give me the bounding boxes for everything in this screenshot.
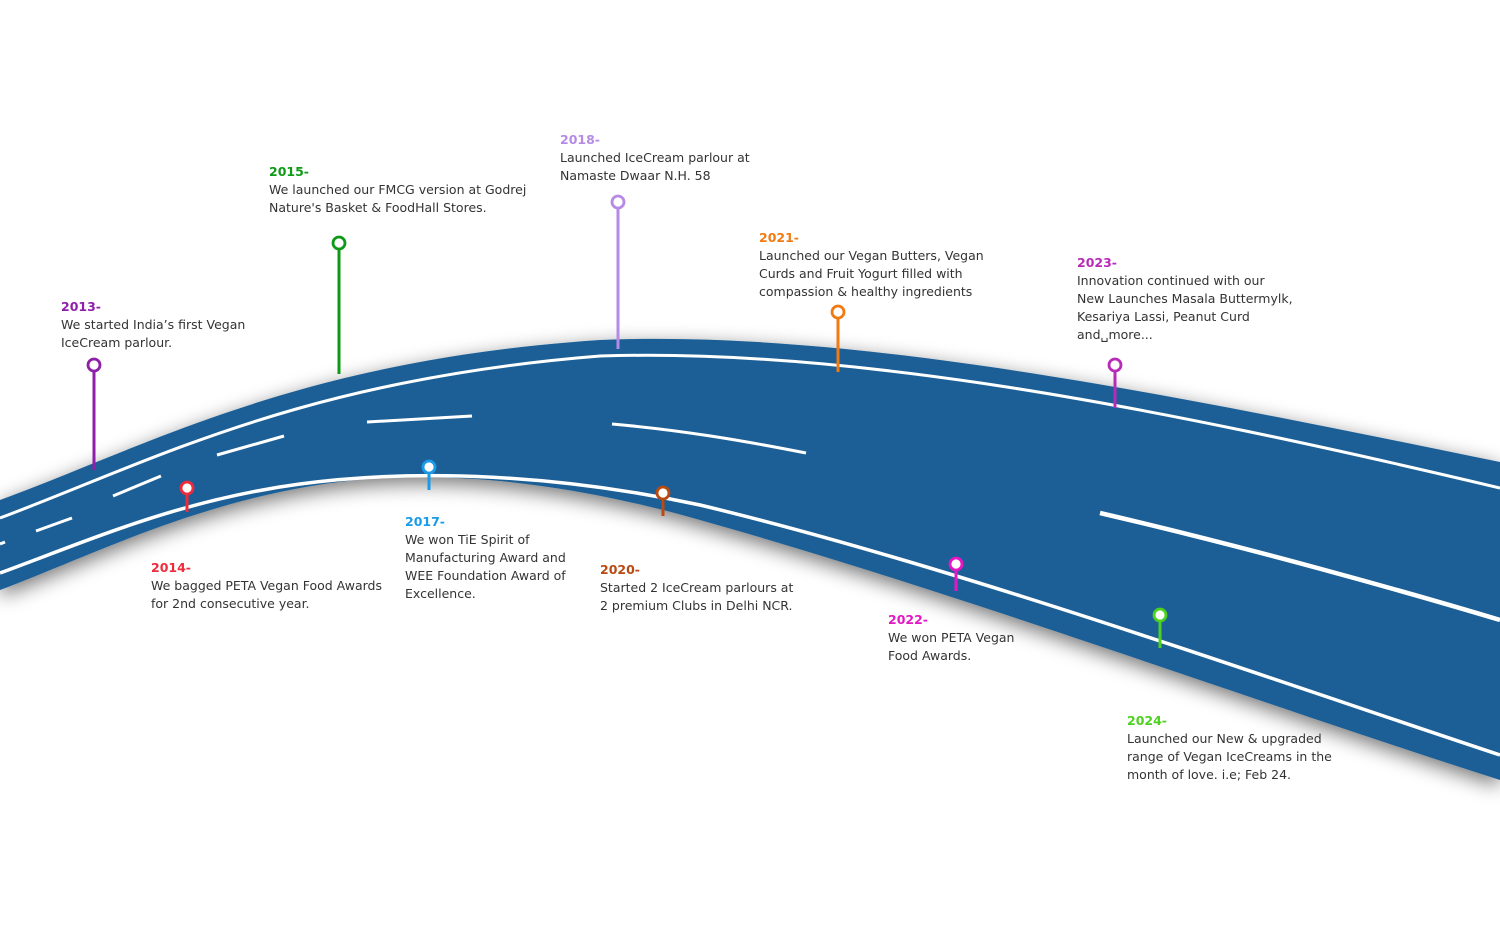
pin-head bbox=[331, 235, 347, 251]
milestone-2013: 2013- We started India’s first Vegan Ice… bbox=[61, 298, 245, 352]
milestone-2018: 2018- Launched IceCream parlour at Namas… bbox=[560, 131, 750, 185]
pin-head bbox=[830, 304, 846, 320]
milestone-text: We won PETA Vegan Food Awards. bbox=[888, 630, 1015, 663]
lane-dash bbox=[1099, 510, 1500, 623]
pin-head bbox=[655, 485, 671, 501]
milestone-year: 2013- bbox=[61, 299, 101, 314]
milestone-pins bbox=[86, 194, 1168, 648]
map-pin-icon bbox=[1152, 607, 1168, 648]
map-pin-icon bbox=[86, 357, 102, 470]
map-pin-icon bbox=[179, 480, 195, 512]
milestone-text: Launched our Vegan Butters, Vegan Curds … bbox=[759, 248, 984, 299]
milestone-2022: 2022- We won PETA Vegan Food Awards. bbox=[888, 611, 1014, 665]
lane-dash bbox=[112, 474, 162, 498]
milestone-2015: 2015- We launched our FMCG version at Go… bbox=[269, 163, 526, 217]
milestone-text: Launched IceCream parlour at Namaste Dwa… bbox=[560, 150, 750, 183]
lane-dash bbox=[35, 516, 73, 533]
lane-dash bbox=[216, 434, 285, 457]
pin-head bbox=[610, 194, 626, 210]
milestone-2020: 2020- Started 2 IceCream parlours at 2 p… bbox=[600, 561, 793, 615]
milestone-year: 2017- bbox=[405, 514, 445, 529]
map-pin-icon bbox=[1107, 357, 1123, 408]
lane-dash bbox=[0, 540, 6, 546]
milestone-text: Launched our New & upgraded range of Veg… bbox=[1127, 731, 1332, 782]
map-pin-icon bbox=[610, 194, 626, 349]
milestone-2021: 2021- Launched our Vegan Butters, Vegan … bbox=[759, 229, 984, 301]
milestone-2017: 2017- We won TiE Spirit of Manufacturing… bbox=[405, 513, 566, 603]
milestone-2014: 2014- We bagged PETA Vegan Food Awards f… bbox=[151, 559, 382, 613]
map-pin-icon bbox=[655, 485, 671, 516]
milestone-text: We won TiE Spirit of Manufacturing Award… bbox=[405, 532, 566, 601]
road-edge-line-top bbox=[0, 353, 1500, 520]
milestone-year: 2015- bbox=[269, 164, 309, 179]
pin-head bbox=[1107, 357, 1123, 373]
pin-head bbox=[1152, 607, 1168, 623]
pin-head bbox=[86, 357, 102, 373]
road-surface bbox=[0, 338, 1500, 780]
milestone-year: 2024- bbox=[1127, 713, 1167, 728]
pin-head bbox=[948, 556, 964, 572]
milestone-year: 2022- bbox=[888, 612, 928, 627]
map-pin-icon bbox=[331, 235, 347, 374]
pin-head bbox=[179, 480, 195, 496]
milestone-2024: 2024- Launched our New & upgraded range … bbox=[1127, 712, 1332, 784]
milestone-text: We started India’s first Vegan IceCream … bbox=[61, 317, 246, 350]
milestone-text: Started 2 IceCream parlours at 2 premium… bbox=[600, 580, 794, 613]
milestone-text: Innovation continued with our New Launch… bbox=[1077, 273, 1293, 342]
map-pin-icon bbox=[830, 304, 846, 372]
milestone-year: 2023- bbox=[1077, 255, 1117, 270]
milestone-year: 2020- bbox=[600, 562, 640, 577]
milestone-text: We bagged PETA Vegan Food Awards for 2nd… bbox=[151, 578, 382, 611]
road-center-dashes bbox=[0, 414, 1500, 623]
lane-dash bbox=[366, 414, 473, 424]
milestone-year: 2014- bbox=[151, 560, 191, 575]
milestone-2023: 2023- Innovation continued with our New … bbox=[1077, 254, 1293, 344]
road-edge-line-bottom bbox=[0, 473, 1500, 757]
milestone-year: 2018- bbox=[560, 132, 600, 147]
milestone-text: We launched our FMCG version at Godrej N… bbox=[269, 182, 527, 215]
milestone-year: 2021- bbox=[759, 230, 799, 245]
map-pin-icon bbox=[948, 556, 964, 591]
lane-dash bbox=[611, 422, 807, 455]
map-pin-icon bbox=[421, 459, 437, 490]
pin-head bbox=[421, 459, 437, 475]
